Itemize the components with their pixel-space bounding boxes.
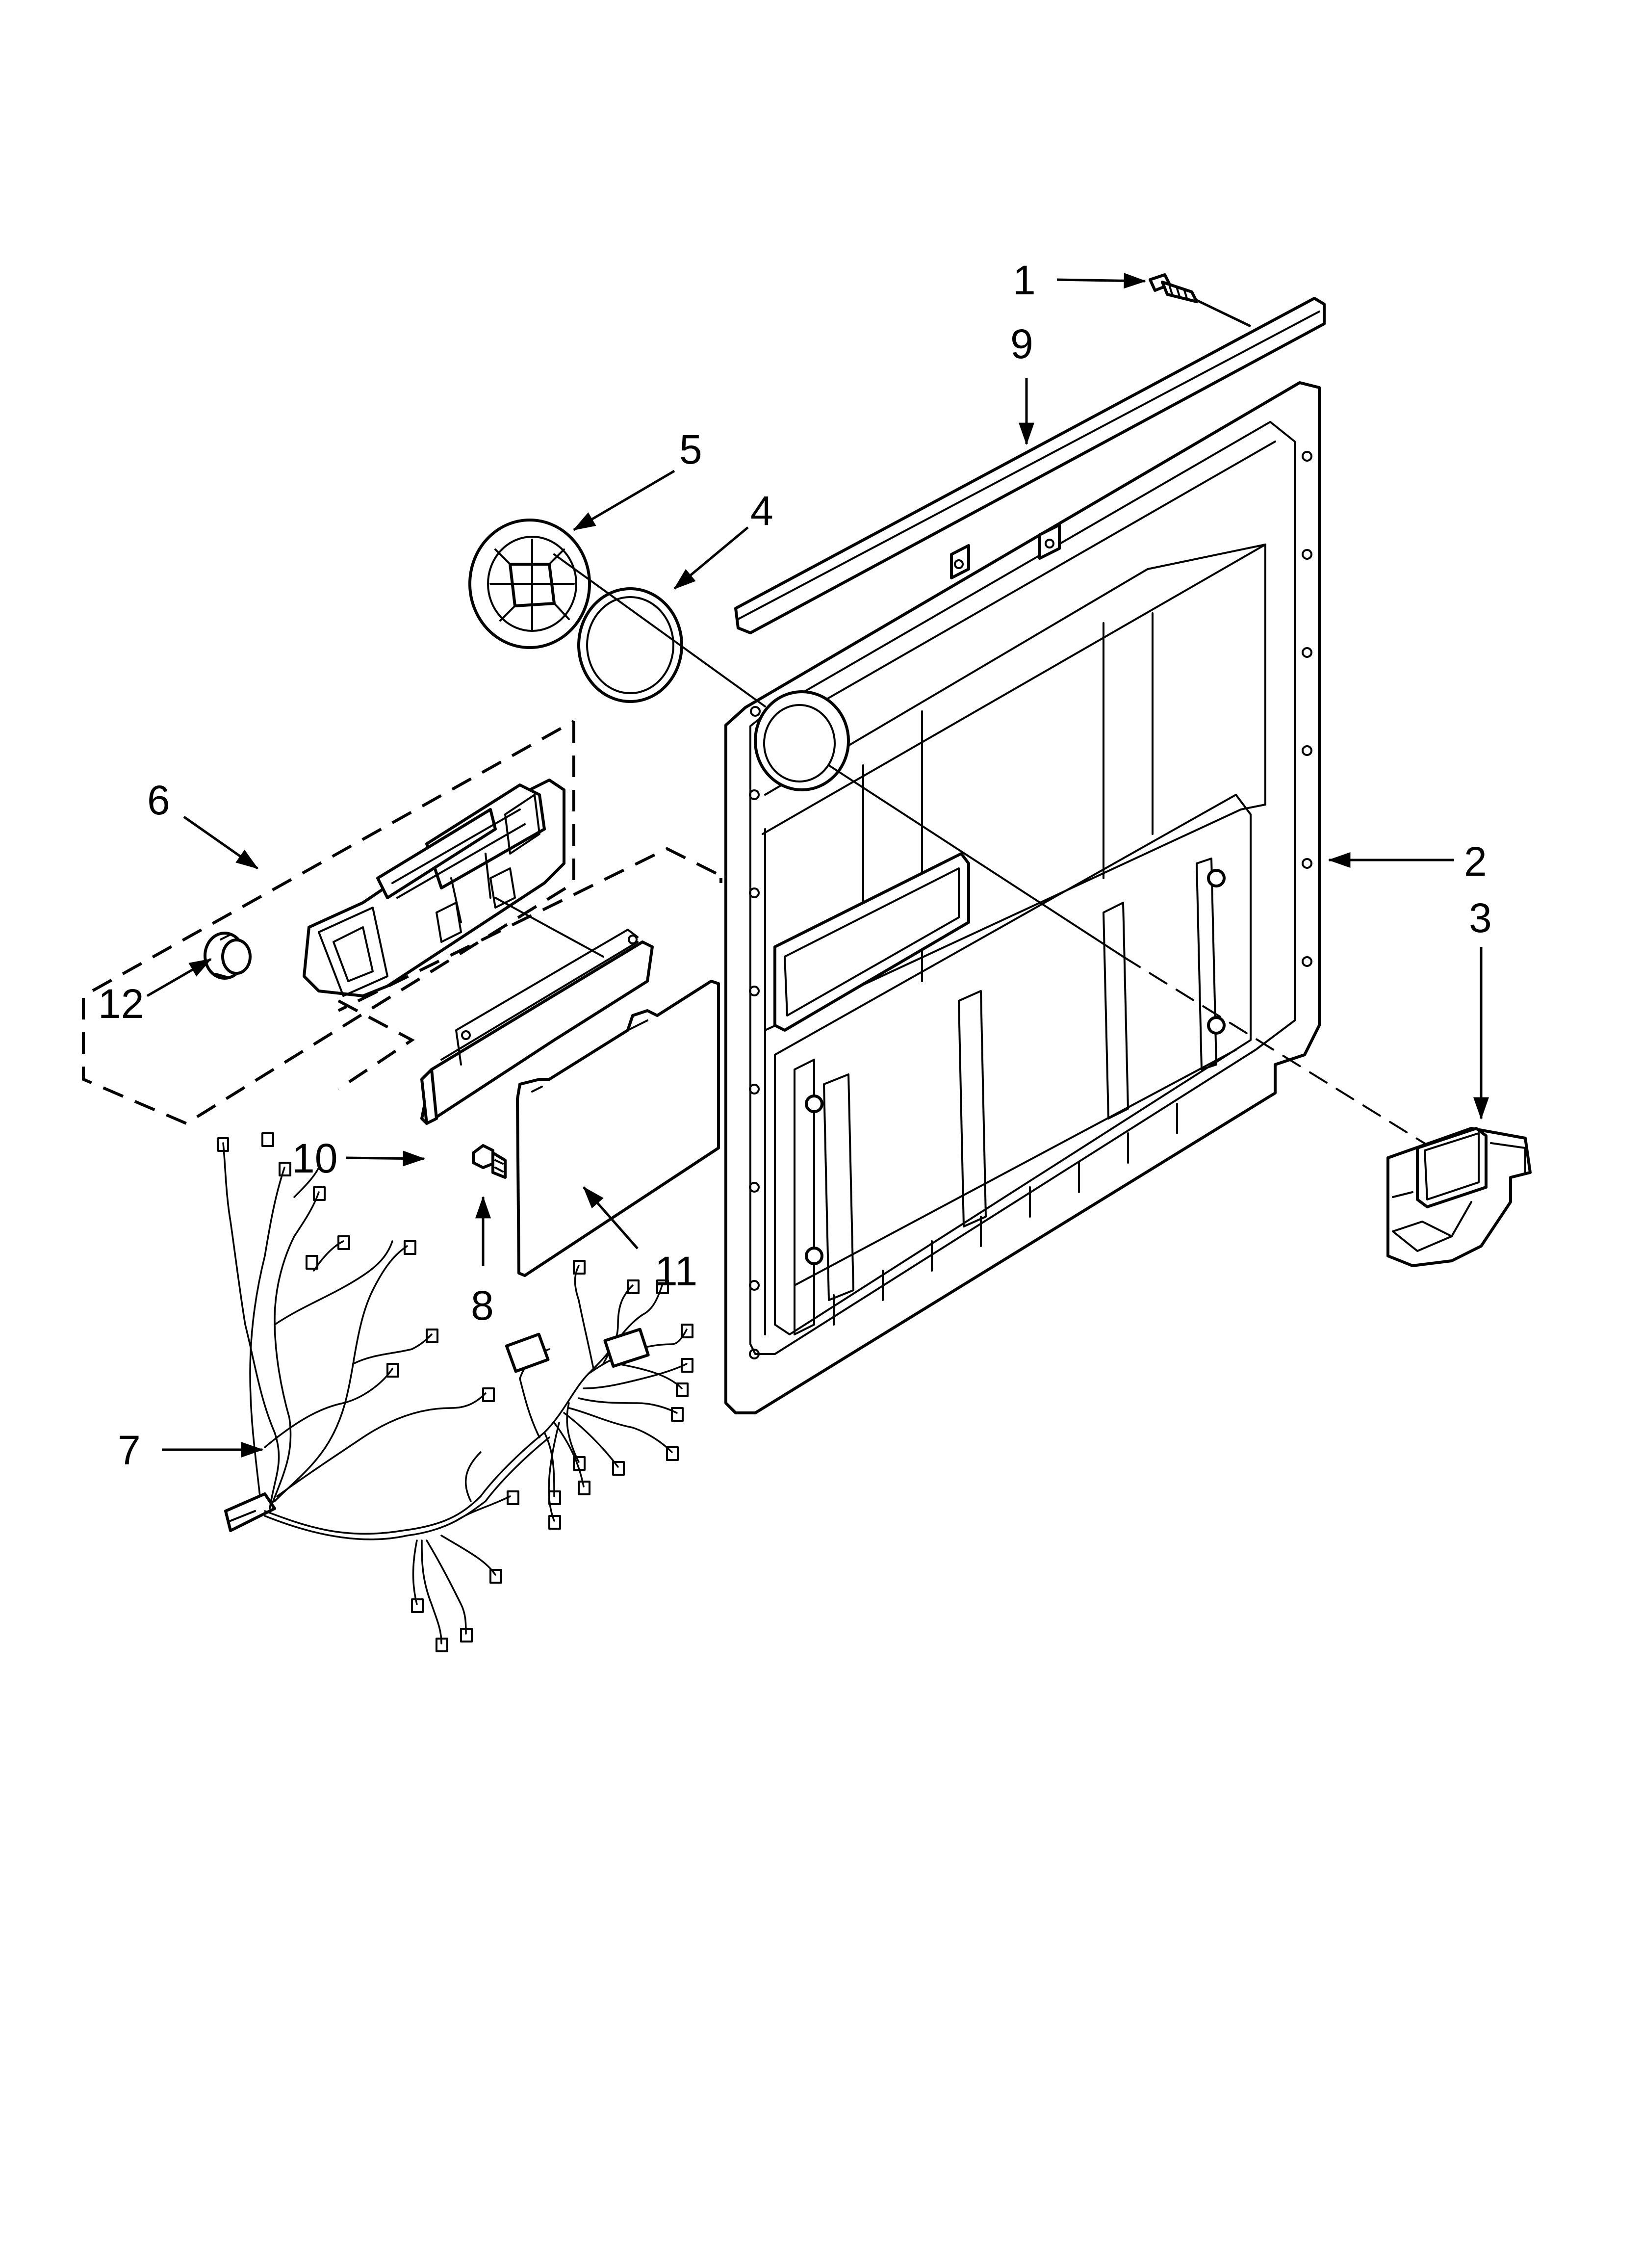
dispenser-assembly [303,779,604,997]
assembly-boundary [82,720,575,1125]
assembly-boundary [337,847,717,1012]
callout-9: 9 [1010,321,1033,367]
callout-6: 6 [147,777,170,823]
callout-labels: 1 2 3 4 5 6 7 8 9 10 11 12 [98,257,1492,1473]
push-button [204,932,252,980]
explode-line [553,553,766,707]
control-board [420,929,654,1125]
callout-8: 8 [471,1282,494,1329]
explode-line [1122,956,1433,1149]
explode-line [828,764,1124,958]
callout-7: 7 [118,1427,141,1473]
callout-2: 2 [1464,838,1487,885]
callout-11: 11 [655,1248,697,1294]
gasket-ring [577,587,683,703]
callout-1: 1 [1013,257,1036,303]
rinse-aid-cap [468,519,591,649]
screw-part-8 [472,1144,507,1179]
insulator-sheet [516,980,720,1277]
callout-4: 4 [750,488,773,534]
screw-part-1 [1149,273,1252,328]
assembly-boundary [337,999,415,1091]
callout-3: 3 [1469,895,1492,941]
callout-10: 10 [292,1135,337,1181]
leader-arrows [146,273,1489,1458]
callout-12: 12 [98,981,144,1027]
vent-assembly [1386,1127,1532,1267]
wire-harness [217,1132,693,1652]
callout-5: 5 [679,426,702,472]
door-inner-panel [724,381,1321,1414]
top-trim-strip [734,297,1326,634]
